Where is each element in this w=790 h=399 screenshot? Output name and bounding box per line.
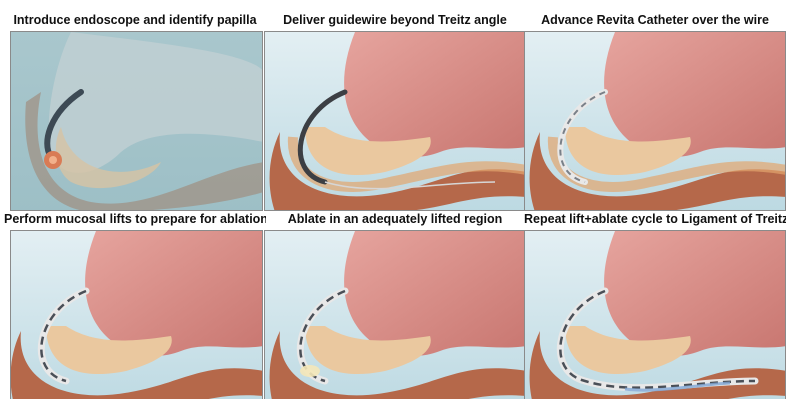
mucosal-lift-illustration: [11, 231, 263, 399]
step-panel-6: Repeat lift+ablate cycle to Ligament of …: [524, 208, 786, 399]
step-title-2: Deliver guidewire beyond Treitz angle: [264, 9, 526, 31]
guidewire-illustration: [265, 32, 526, 211]
step-illustration-1: [10, 31, 263, 211]
step-illustration-5: [264, 230, 526, 399]
step-title-5: Ablate in an adequately lifted region: [264, 208, 526, 230]
step-panel-2: Deliver guidewire beyond Treitz angle: [264, 9, 526, 208]
step-illustration-6: [524, 230, 786, 399]
step-title-3: Advance Revita Catheter over the wire: [524, 9, 786, 31]
step-panel-1: Introduce endoscope and identify papilla: [4, 9, 266, 208]
catheter-advance-illustration: [525, 32, 786, 211]
step-panel-3: Advance Revita Catheter over the wire: [524, 9, 786, 208]
step-panel-5: Ablate in an adequately lifted region: [264, 208, 526, 399]
repeat-cycle-illustration: [525, 231, 786, 399]
step-title-6: Repeat lift+ablate cycle to Ligament of …: [524, 208, 786, 230]
step-illustration-2: [264, 31, 526, 211]
endoscope-papilla-illustration: [11, 32, 263, 211]
step-panel-4: Perform mucosal lifts to prepare for abl…: [4, 208, 266, 399]
step-illustration-3: [524, 31, 786, 211]
step-title-1: Introduce endoscope and identify papilla: [4, 9, 266, 31]
ablation-illustration: [265, 231, 526, 399]
step-title-4: Perform mucosal lifts to prepare for abl…: [4, 208, 266, 230]
step-illustration-4: [10, 230, 263, 399]
